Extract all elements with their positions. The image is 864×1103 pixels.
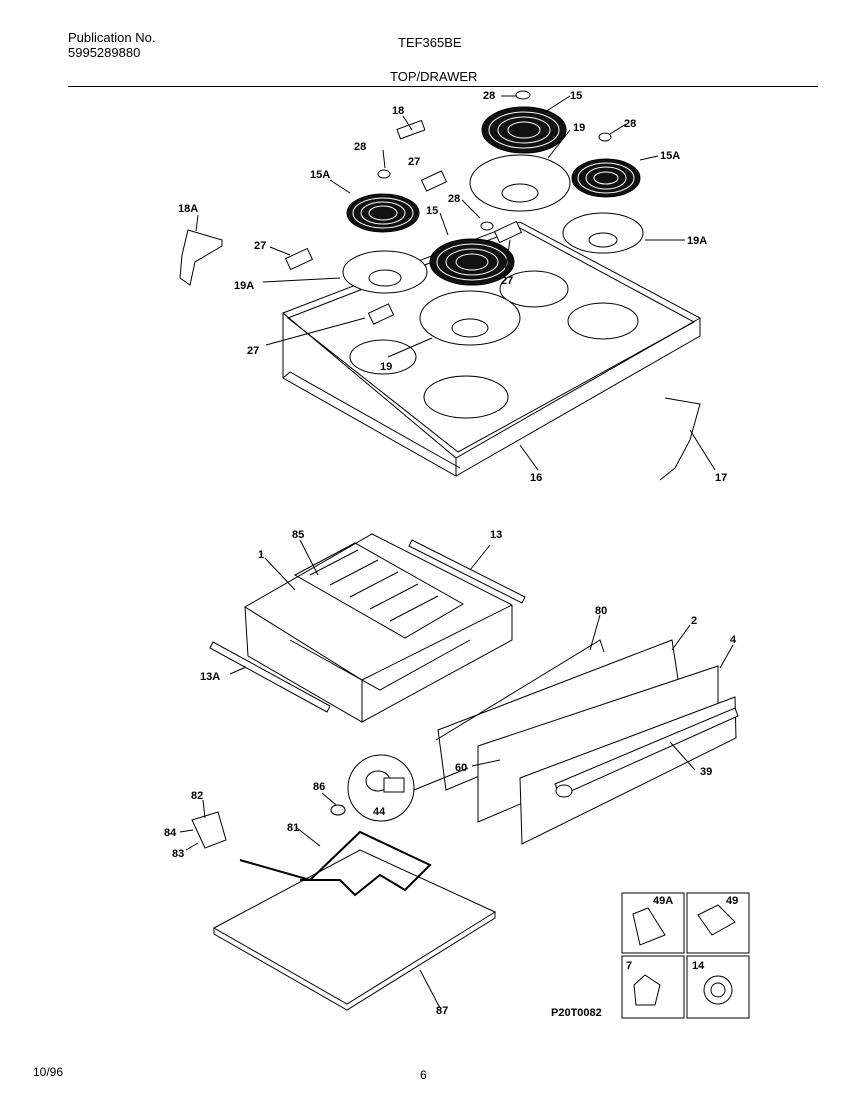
callout-84: 84 (164, 827, 177, 839)
callout-28: 28 (448, 193, 460, 205)
drawer-front-panels (435, 639, 739, 845)
callout-49A: 49A (653, 895, 673, 907)
callout-49: 49 (726, 895, 738, 907)
callout-82: 82 (191, 790, 203, 802)
callout-28: 28 (483, 90, 495, 102)
bake-element-and-pan (191, 811, 497, 1011)
callout-28: 28 (354, 141, 366, 153)
header-rule (68, 86, 818, 87)
callout-15: 15 (570, 90, 582, 102)
callout-19: 19 (573, 122, 585, 134)
publication-label: Publication No. (68, 30, 156, 45)
callout-27: 27 (254, 240, 266, 252)
roller-detail-inset (330, 754, 469, 822)
callout-14: 14 (692, 960, 705, 972)
callout-60: 60 (455, 762, 467, 774)
callout-18A: 18A (178, 203, 198, 215)
heating-coils (346, 106, 641, 286)
drip-bowls (342, 154, 644, 346)
callout-44: 44 (373, 806, 386, 818)
callout-19: 19 (380, 361, 392, 373)
receptacles-and-brackets (179, 90, 701, 481)
callout-80: 80 (595, 605, 607, 617)
callout-16: 16 (530, 472, 542, 484)
knob-inset-panel (621, 892, 750, 1019)
section-title: TOP/DRAWER (390, 69, 478, 84)
callout-28: 28 (624, 118, 636, 130)
callout-7: 7 (626, 960, 632, 972)
leader-lines (179, 95, 734, 1009)
callout-87: 87 (436, 1005, 448, 1017)
figure-code: P20T0082 (551, 1007, 602, 1019)
callout-19A: 19A (234, 280, 254, 292)
callout-17: 17 (715, 472, 727, 484)
callout-83: 83 (172, 848, 184, 860)
callout-27: 27 (247, 345, 259, 357)
callout-27: 27 (408, 156, 420, 168)
callout-15: 15 (426, 205, 438, 217)
callout-1: 1 (258, 549, 264, 561)
callout-27: 27 (501, 275, 513, 287)
callout-2: 2 (691, 615, 697, 627)
callout-86: 86 (313, 781, 325, 793)
callout-85: 85 (292, 529, 304, 541)
model-number: TEF365BE (398, 35, 462, 50)
callout-19A: 19A (687, 235, 707, 247)
publication-number: 5995289880 (68, 45, 141, 60)
callout-81: 81 (287, 822, 299, 834)
callout-18: 18 (392, 105, 404, 117)
callout-13: 13 (490, 529, 502, 541)
callout-13A: 13A (200, 671, 220, 683)
callout-15A: 15A (660, 150, 680, 162)
revision-date: 10/96 (33, 1065, 64, 1079)
page-number: 6 (420, 1068, 427, 1082)
callout-4: 4 (730, 634, 737, 646)
drawer-body (209, 533, 526, 723)
callout-15A: 15A (310, 169, 330, 181)
callout-labels: 18 28 15 19 28 15A 28 27 15A 18A 28 15 2… (164, 90, 738, 1019)
callout-39: 39 (700, 766, 712, 778)
